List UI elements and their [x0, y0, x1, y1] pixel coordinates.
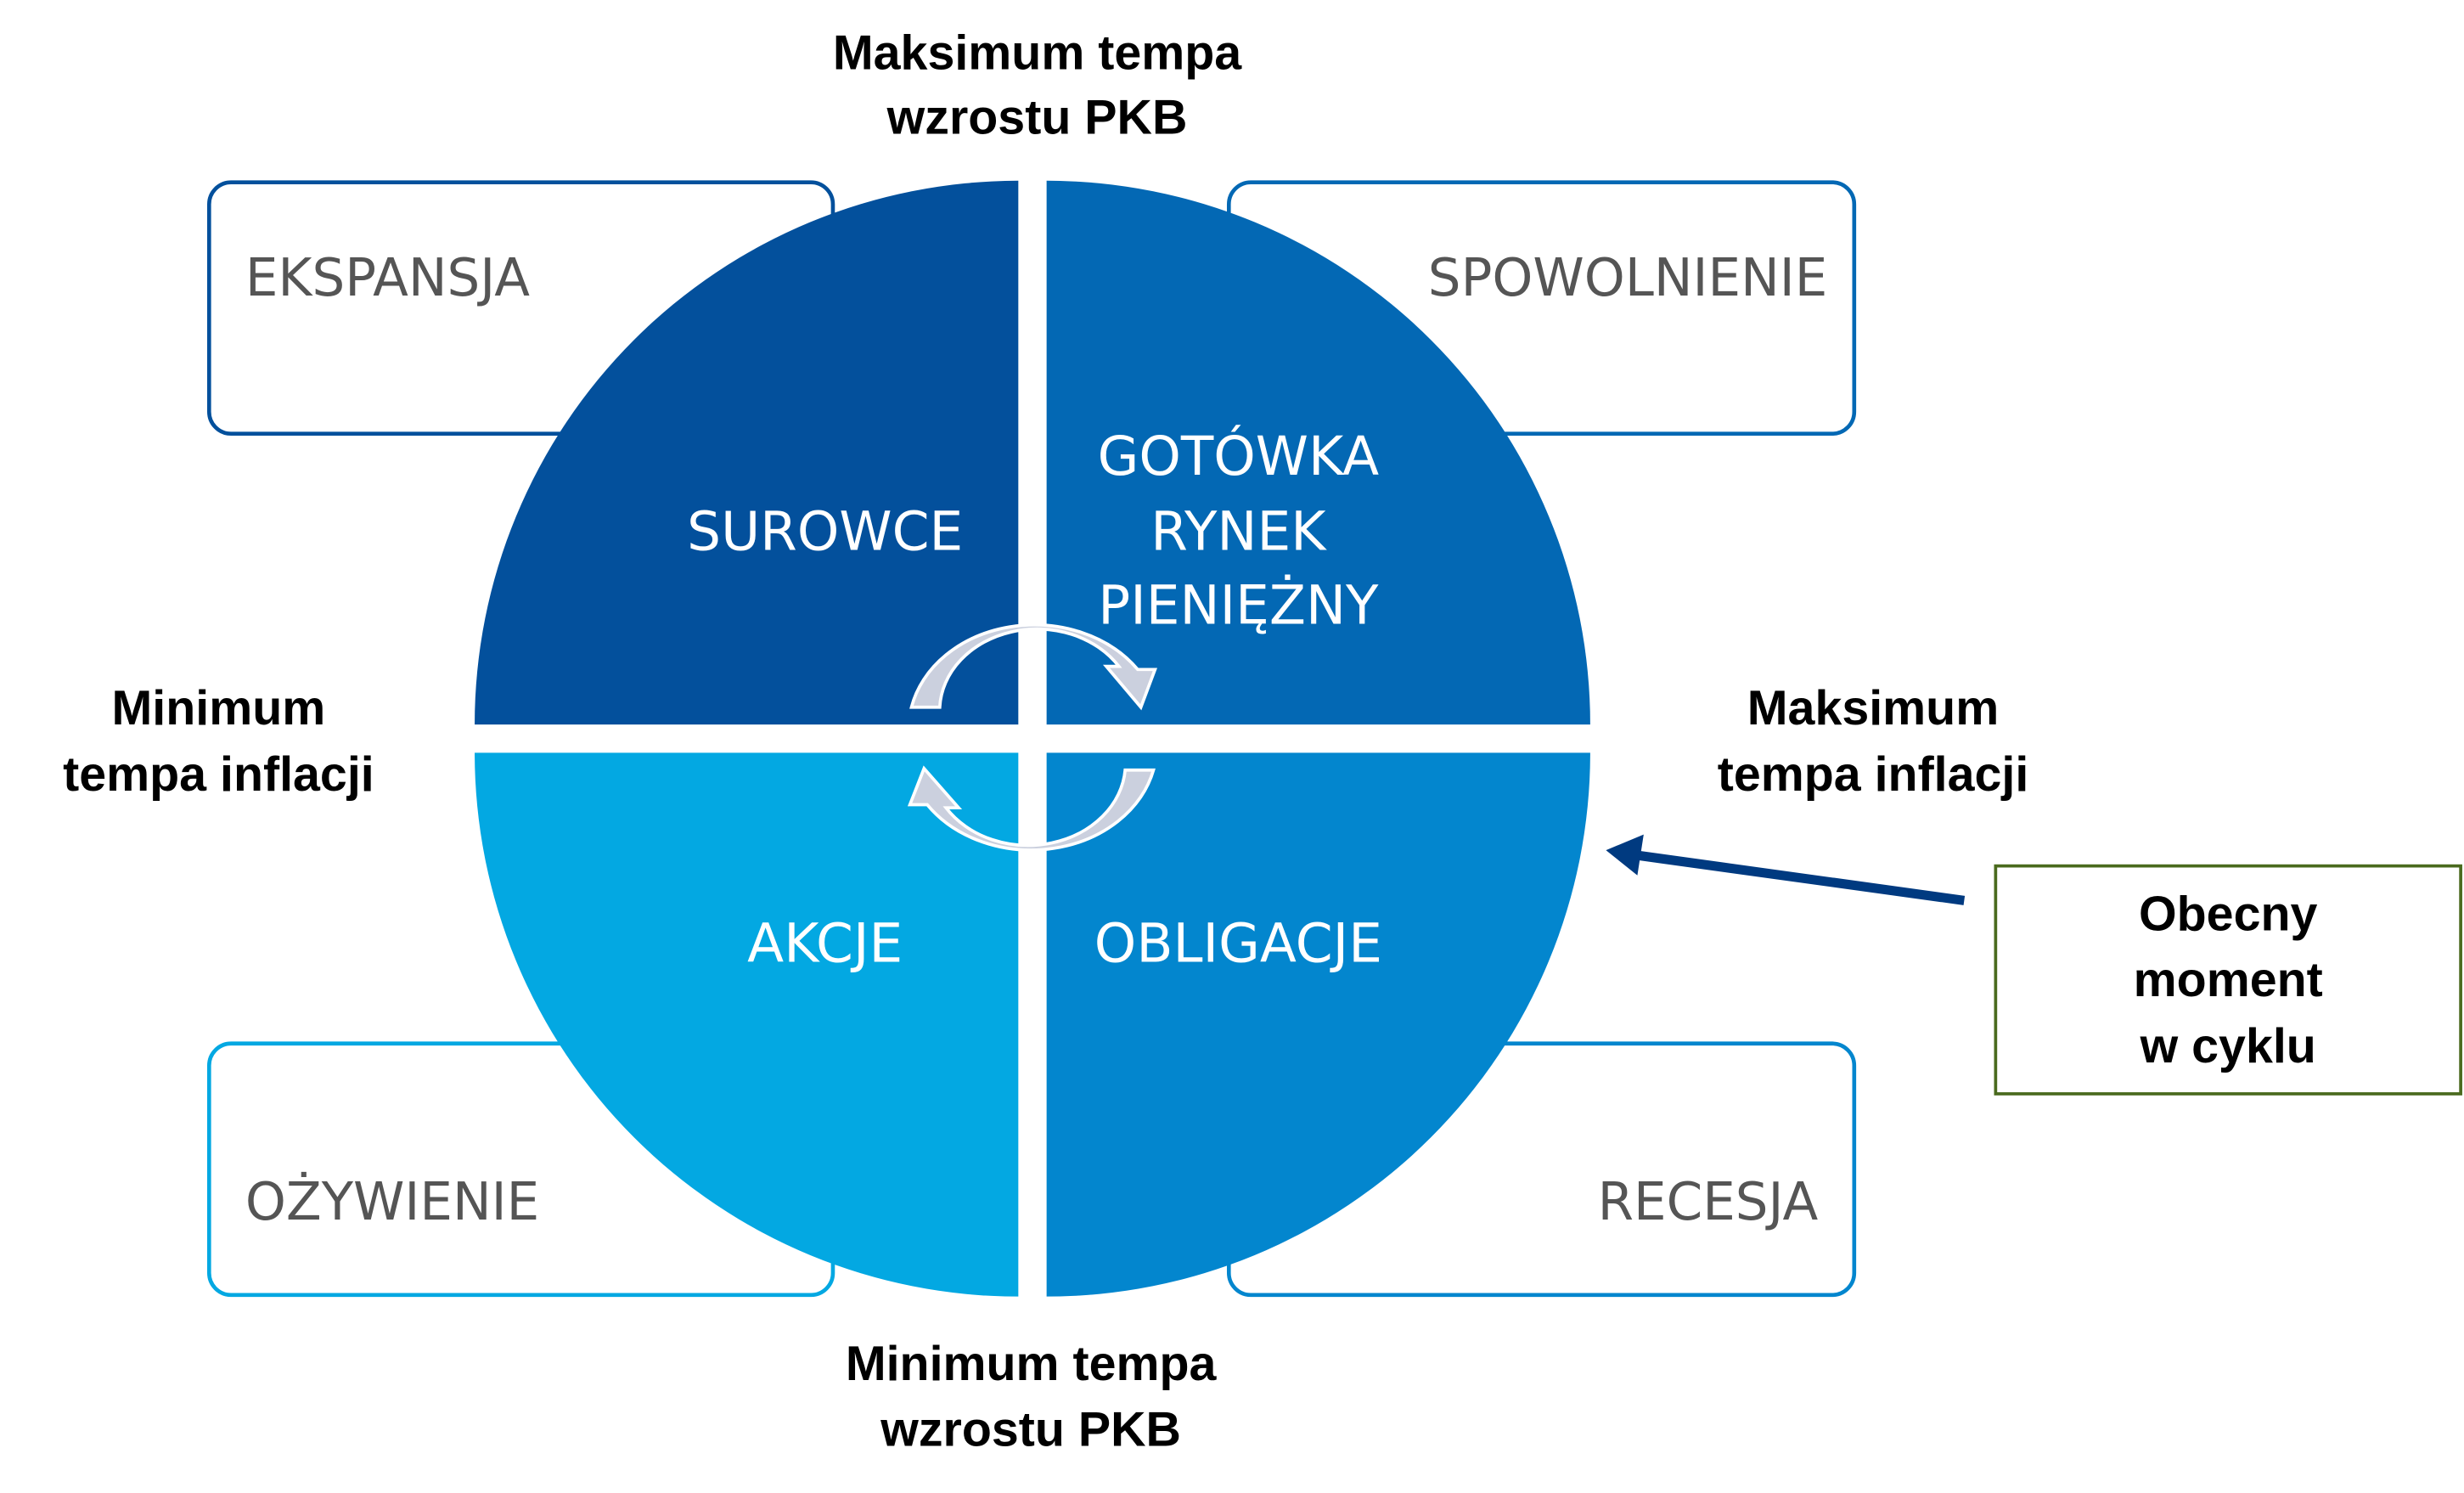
asset-label-obligacje: OBLIGACJE [1094, 913, 1382, 975]
quadrant-gotowka [1046, 180, 1590, 725]
cycle-arrow-bottom-icon [907, 765, 1156, 852]
phase-label-recesja: RECESJA [1598, 1172, 1819, 1232]
label-min-inflation-line2: tempa inflacji [63, 747, 374, 802]
quadrant-akcje [475, 752, 1019, 1297]
asset-label-surowce: SUROWCE [687, 501, 963, 563]
quadrant-surowce [475, 180, 1019, 725]
pointer-arrow-icon [1606, 834, 1966, 905]
phase-label-spowolnienie: SPOWOLNIENIE [1428, 248, 1828, 308]
label-min-gdp-line2: wzrostu PKB [880, 1402, 1181, 1456]
label-max-gdp-line2: wzrostu PKB [886, 90, 1188, 144]
current-moment-callout: Obecny moment w cyklu [1994, 864, 2462, 1096]
label-max-inflation-line1: Maksimum [1747, 681, 1999, 735]
phase-label-ekspansja: EKSPANSJA [245, 248, 530, 308]
callout-line2: moment [2134, 953, 2323, 1007]
label-min-gdp-line1: Minimum tempa [846, 1337, 1218, 1391]
callout-line1: Obecny [2139, 887, 2317, 942]
phase-label-ozywienie: OŻYWIENIE [245, 1172, 539, 1232]
asset-label-pieniezny: PIENIĘŻNY [1098, 575, 1379, 637]
cycle-arrow-top-icon [909, 623, 1157, 711]
label-max-gdp-line1: Maksimum tempa [833, 25, 1242, 80]
quadrant-obligacje [1046, 752, 1590, 1297]
asset-label-akcje: AKCJE [747, 913, 903, 975]
asset-label-gotowka: GOTÓWKA [1098, 425, 1380, 487]
label-max-inflation-line2: tempa inflacji [1718, 747, 2029, 802]
callout-line3: w cyklu [2140, 1019, 2316, 1073]
label-min-inflation-line1: Minimum [112, 681, 326, 735]
asset-label-rynek: RYNEK [1150, 501, 1327, 563]
